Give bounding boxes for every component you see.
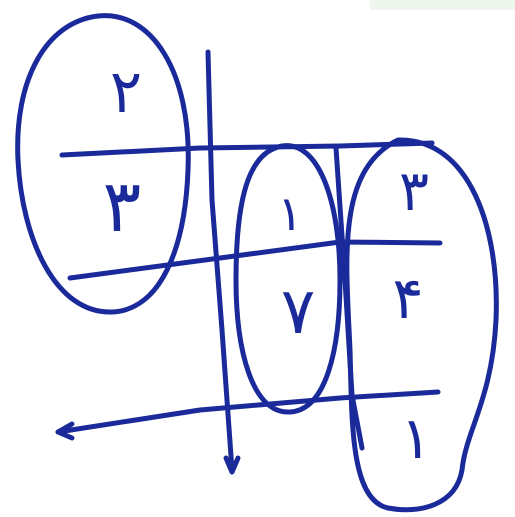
background-tint: [370, 0, 515, 10]
middle-group-bottom-digit: ۷: [280, 275, 316, 349]
middle-group-top-digit: ۱: [277, 186, 303, 242]
left-group-bottom-digit: ۳: [102, 164, 142, 248]
vertical-axis-arrow: [223, 455, 241, 475]
right-group-top-digit: ۳: [398, 159, 430, 224]
middle-group-outline: [233, 143, 343, 415]
left-group-top-digit: ۲: [109, 57, 143, 127]
right-group-outline: [344, 137, 499, 513]
horizontal-line-bottom-arrow: [55, 421, 75, 441]
horizontal-line-bottom: [55, 389, 441, 435]
right-group-bottom-digit: ۱: [400, 404, 432, 472]
vertical-axis-line: [205, 49, 235, 473]
left-group-outline: [15, 13, 191, 315]
right-group-middle-digit: ۴: [392, 264, 424, 332]
horizontal-line-middle: [67, 239, 443, 281]
